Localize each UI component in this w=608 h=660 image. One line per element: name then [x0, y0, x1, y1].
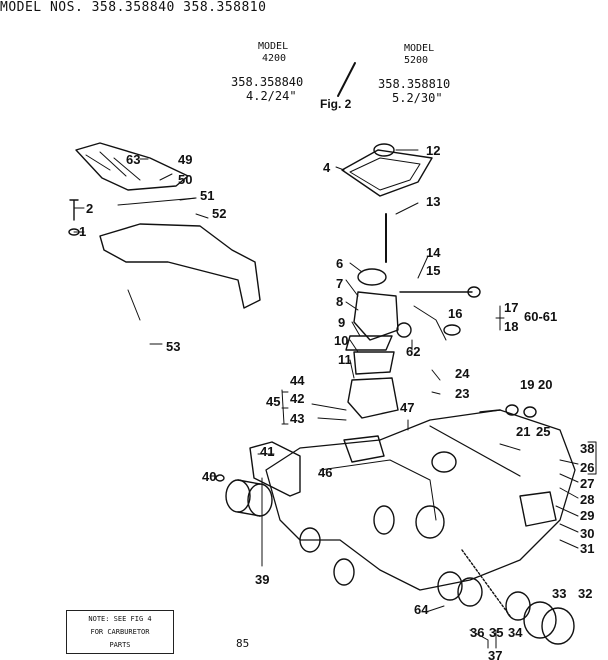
flywheel-33: [523, 601, 557, 639]
callout-20: 20: [538, 377, 552, 392]
gasket-46: [343, 435, 385, 463]
part-34: [505, 591, 531, 621]
callout-38: 38: [580, 441, 594, 456]
callout-28: 28: [580, 492, 594, 507]
callout-16: 16: [448, 306, 462, 321]
housing-shield: [99, 223, 261, 309]
page-number: 85: [236, 637, 250, 650]
callout-1: 1: [79, 224, 86, 239]
callout-43: 43: [290, 411, 304, 426]
callout-2: 2: [86, 201, 93, 216]
model-number-left: 4200: [262, 53, 287, 64]
model-label-left: MODEL: [258, 41, 289, 52]
screw-2: [69, 199, 79, 221]
callout-60-61: 60-61: [524, 309, 557, 324]
carburetor-note: NOTE: SEE FIG 4 FOR CARBURETOR PARTS: [66, 610, 174, 654]
callout-10: 10: [334, 333, 348, 348]
figure-label: Fig. 2: [320, 97, 352, 111]
callout-25: 25: [536, 424, 550, 439]
callout-62: 62: [406, 344, 420, 359]
guide-30: [519, 491, 557, 527]
callout-27: 27: [580, 476, 594, 491]
chain-guard-cover: [75, 142, 189, 191]
callout-39: 39: [255, 572, 269, 587]
note-line-3: PARTS: [109, 641, 131, 649]
callout-35: 35: [489, 625, 503, 640]
callout-41: 41: [260, 444, 274, 459]
callout-6: 6: [336, 256, 343, 271]
callout-33: 33: [552, 586, 566, 601]
callout-34: 34: [508, 625, 523, 640]
callout-64: 64: [414, 602, 429, 617]
model-numbers-header: MODEL NOS. 358.358840 358.358810: [0, 0, 267, 15]
note-line-2: FOR CARBURETOR: [90, 628, 150, 636]
callout-14: 14: [426, 245, 441, 260]
callout-31: 31: [580, 541, 594, 556]
callout-32: 32: [578, 586, 592, 601]
callout-63: 63: [126, 152, 140, 167]
callout-23: 23: [455, 386, 469, 401]
model-label-right: MODEL: [404, 43, 435, 54]
callout-4: 4: [323, 160, 331, 175]
callout-26: 26: [580, 460, 594, 475]
callout-50: 50: [178, 172, 192, 187]
callout-13: 13: [426, 194, 440, 209]
note-line-1: NOTE: SEE FIG 4: [88, 615, 152, 623]
callout-42: 42: [290, 391, 304, 406]
callout-40: 40: [202, 469, 216, 484]
callout-12: 12: [426, 143, 440, 158]
model-divider-slash: [337, 62, 356, 97]
callout-30: 30: [580, 526, 594, 541]
callout-7: 7: [336, 276, 343, 291]
carburetor-body: [353, 291, 399, 341]
part-64: [437, 571, 463, 601]
callout-47: 47: [400, 400, 414, 415]
callout-21: 21: [516, 424, 530, 439]
callout-9: 9: [338, 315, 345, 330]
callout-37: 37: [488, 648, 502, 660]
part-number-right: 358.358810: [378, 77, 451, 91]
model-number-right: 5200: [404, 55, 429, 66]
callout-44: 44: [290, 373, 305, 388]
callout-11: 11: [338, 352, 352, 367]
part-number-left: 358.358840: [231, 75, 304, 89]
gasket-6: [357, 268, 387, 286]
callout-46: 46: [318, 465, 332, 480]
bar-size-left: 4.2/24": [246, 89, 297, 103]
callout-17: 17: [504, 300, 518, 315]
callout-8: 8: [336, 294, 343, 309]
bracket-41: [249, 441, 301, 497]
callout-15: 15: [426, 263, 440, 278]
filter-nut-12: [373, 143, 395, 157]
callout-53: 53: [166, 339, 180, 354]
callout-24: 24: [455, 366, 470, 381]
callout-19: 19: [520, 377, 534, 392]
air-filter: [341, 149, 433, 197]
callout-51: 51: [200, 188, 214, 203]
callout-36: 36: [470, 625, 484, 640]
cylinder-39: [225, 479, 251, 513]
callout-52: 52: [212, 206, 226, 221]
callout-49: 49: [178, 152, 192, 167]
bar-size-right: 5.2/30": [392, 91, 443, 105]
callout-45: 45: [266, 394, 280, 409]
callout-29: 29: [580, 508, 594, 523]
callout-18: 18: [504, 319, 518, 334]
